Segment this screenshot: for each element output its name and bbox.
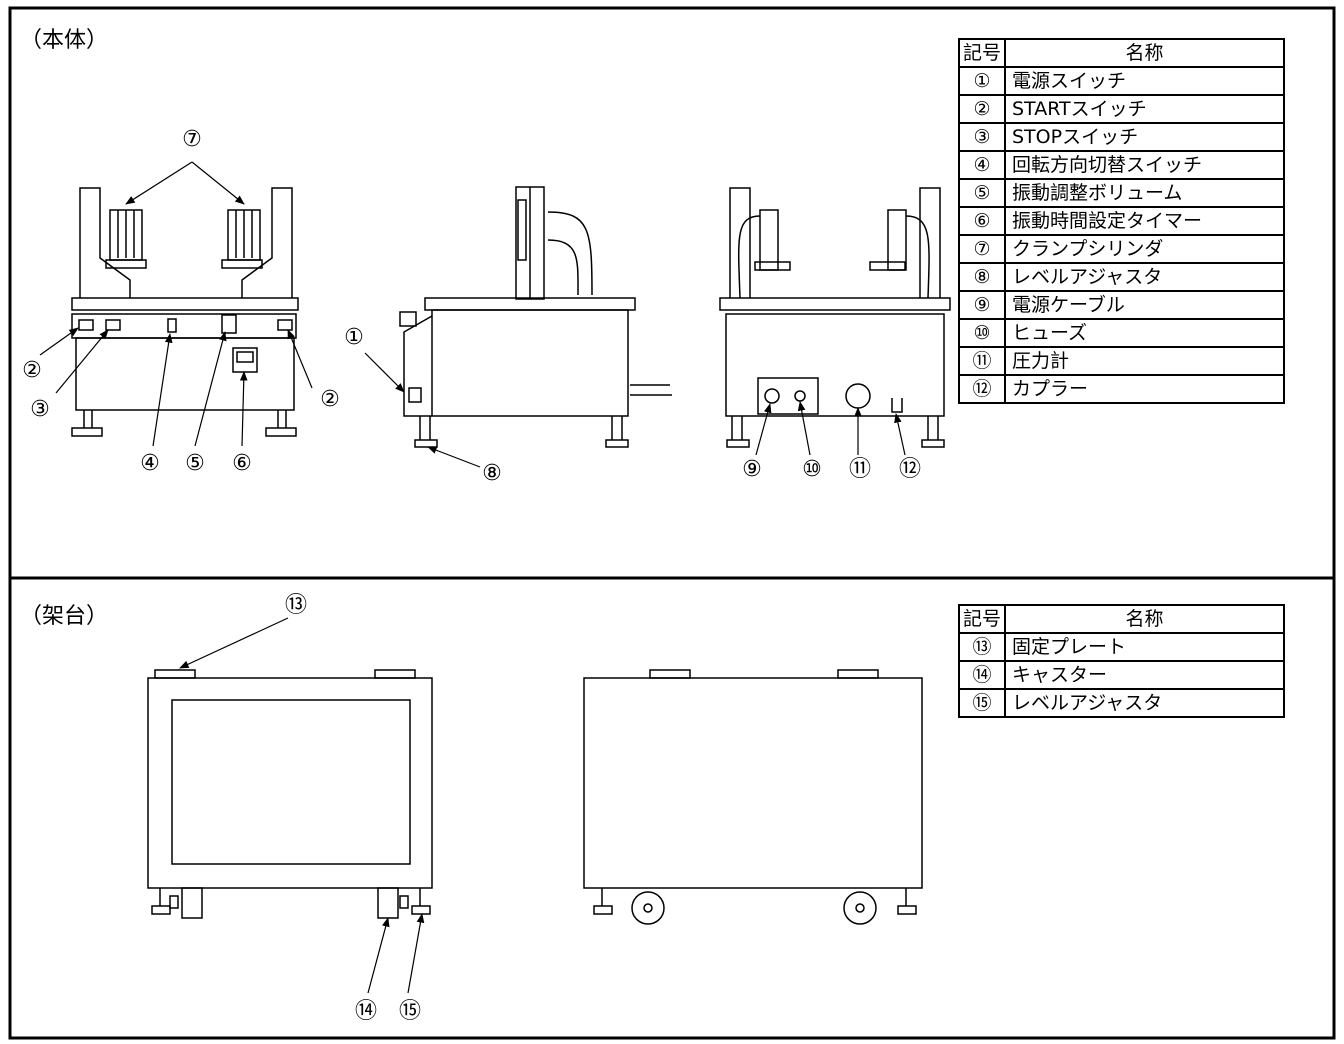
callout-5: ⑤ [185, 451, 205, 476]
header-name: 名称 [1004, 604, 1285, 634]
stand-section-title: （架台） [20, 604, 109, 629]
callout-1: ① [344, 325, 364, 350]
part-symbol: ⑤ [958, 178, 1006, 208]
part-symbol: ⑦ [958, 234, 1006, 264]
part-name: 電源ケーブル [1004, 290, 1285, 320]
part-symbol: ⑧ [958, 262, 1006, 292]
part-symbol: ⑥ [958, 206, 1006, 236]
rear-view [719, 187, 951, 448]
part-name: 振動時間設定タイマー [1004, 206, 1285, 236]
callout-2-right: ② [320, 387, 340, 412]
part-name: レベルアジャスタ [1004, 262, 1285, 292]
main-unit-section-title: （本体） [20, 28, 109, 53]
table-header-row: 記号 名称 [958, 38, 1285, 68]
part-name: 固定プレート [1004, 632, 1285, 662]
part-name: クランプシリンダ [1004, 234, 1285, 264]
part-symbol: ⑮ [958, 688, 1006, 718]
table-header-row: 記号 名称 [958, 604, 1285, 634]
callout-15: ⑮ [398, 999, 422, 1024]
part-name: STOPスイッチ [1004, 122, 1285, 152]
part-name: 回転方向切替スイッチ [1004, 150, 1285, 180]
callout-3: ③ [30, 397, 50, 422]
part-name: STARTスイッチ [1004, 94, 1285, 124]
part-name: 振動調整ボリューム [1004, 178, 1285, 208]
part-symbol: ⑨ [958, 290, 1006, 320]
callout-8: ⑧ [482, 461, 502, 486]
outer-border [8, 6, 1336, 1040]
callout-13: ⑬ [284, 593, 308, 618]
part-name: 電源スイッチ [1004, 66, 1285, 96]
part-symbol: ⑬ [958, 632, 1006, 662]
header-symbol: 記号 [958, 604, 1006, 634]
callout-10: ⑩ [802, 457, 822, 482]
front-view [71, 187, 299, 437]
part-symbol: ⑫ [958, 374, 1006, 404]
part-symbol: ④ [958, 150, 1006, 180]
part-name: ヒューズ [1004, 318, 1285, 348]
callout-11: ⑪ [848, 457, 872, 482]
leader-lines [39, 161, 906, 994]
part-symbol: ⑭ [958, 660, 1006, 690]
part-symbol: ② [958, 94, 1006, 124]
part-name: レベルアジャスタ [1004, 688, 1285, 718]
header-name: 名称 [1004, 38, 1285, 68]
callout-14: ⑭ [354, 999, 378, 1024]
part-name: 圧力計 [1004, 346, 1285, 376]
part-symbol: ③ [958, 122, 1006, 152]
callout-6: ⑥ [232, 451, 252, 476]
callout-2-left: ② [22, 358, 42, 383]
callout-12: ⑫ [898, 457, 922, 482]
part-name: キャスター [1004, 660, 1285, 690]
header-symbol: 記号 [958, 38, 1006, 68]
stand-front-view [147, 669, 433, 919]
stand-side-view [583, 669, 923, 925]
callout-9: ⑨ [742, 457, 762, 482]
part-symbol: ⑪ [958, 346, 1006, 376]
callout-7: ⑦ [182, 127, 202, 152]
callout-4: ④ [140, 451, 160, 476]
part-symbol: ① [958, 66, 1006, 96]
part-name: カプラー [1004, 374, 1285, 404]
side-view [399, 186, 672, 448]
part-symbol: ⑩ [958, 318, 1006, 348]
